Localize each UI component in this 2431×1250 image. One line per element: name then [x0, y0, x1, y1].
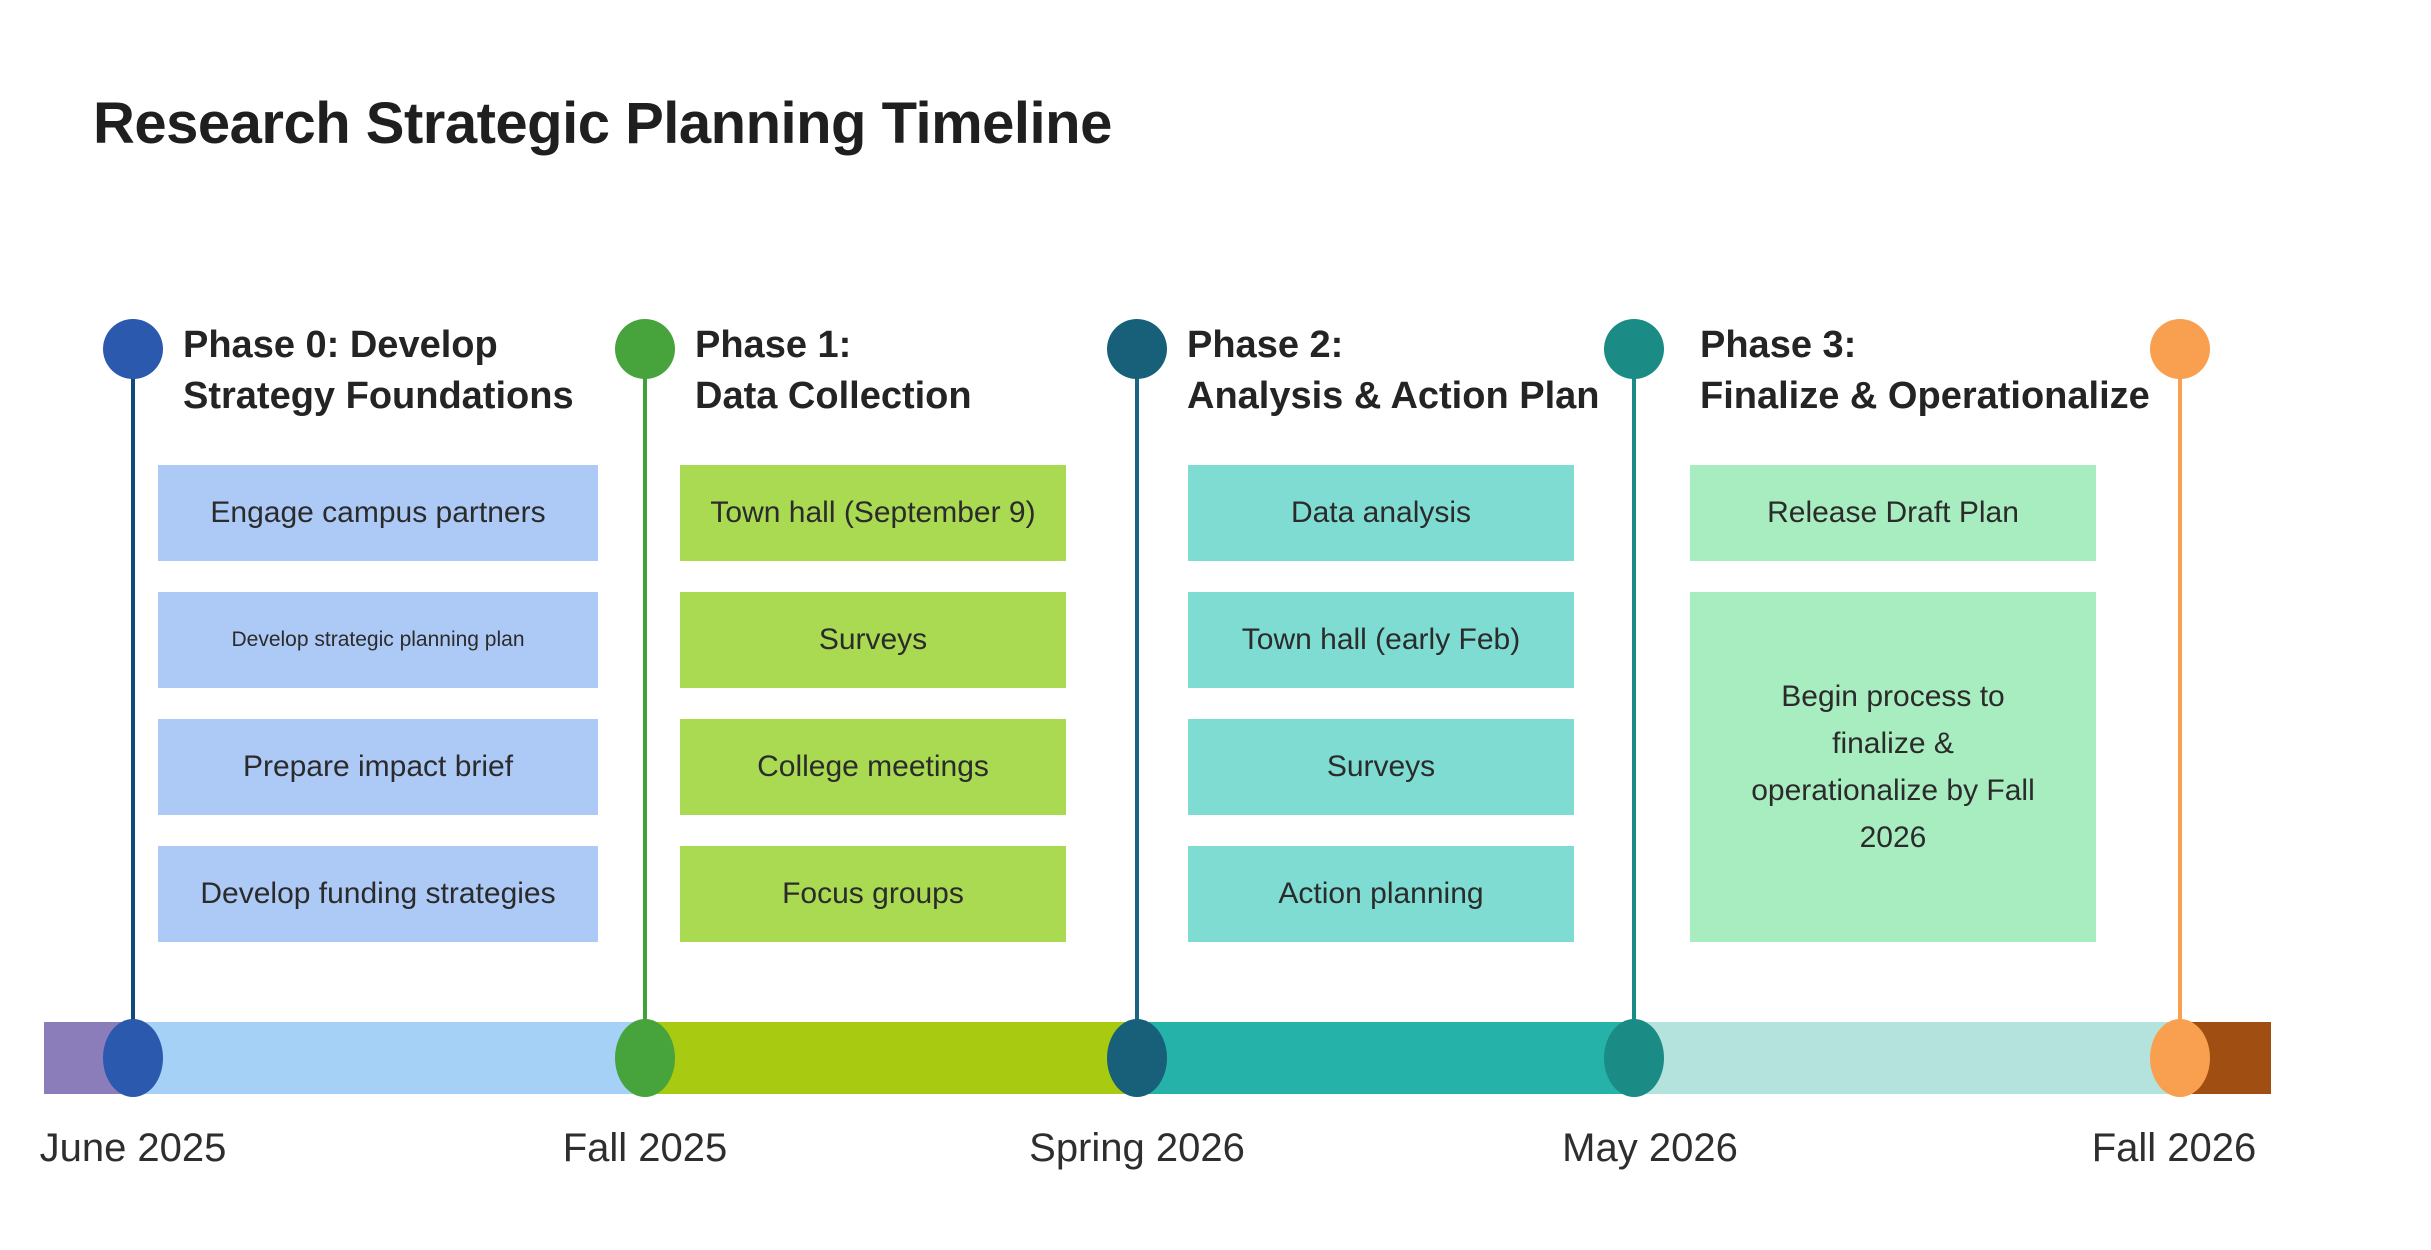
phase-3-title: Phase 3: Finalize & Operationalize	[1700, 320, 2150, 422]
task-box: College meetings	[680, 719, 1066, 815]
milestone-label: Spring 2026	[1029, 1126, 1245, 1170]
phase-2-dot	[1107, 319, 1167, 379]
milestone-dot-fall-2026	[2150, 1019, 2210, 1097]
task-box: Develop strategic planning plan	[158, 592, 598, 688]
phase-2-title-line1: Phase 2:	[1187, 324, 1344, 366]
task-box: Surveys	[680, 592, 1066, 688]
phase-2-title: Phase 2: Analysis & Action Plan	[1187, 320, 1599, 422]
phase-2-connector-line	[1135, 349, 1139, 1058]
phase-0-connector-line	[131, 349, 135, 1058]
page-title: Research Strategic Planning Timeline	[93, 91, 1112, 156]
task-box: Surveys	[1188, 719, 1574, 815]
end-connector-line	[2178, 349, 2182, 1058]
phase-3-title-line1: Phase 3:	[1700, 324, 1857, 366]
milestone-label: June 2025	[39, 1126, 227, 1170]
milestone-label: Fall 2026	[2091, 1126, 2257, 1170]
timeline-segment	[1634, 1022, 2180, 1094]
phase-1-title-line2: Data Collection	[695, 375, 972, 417]
task-box: Develop funding strategies	[158, 846, 598, 942]
phase-0-title-line1: Phase 0: Develop	[183, 324, 498, 366]
task-box: Action planning	[1188, 846, 1574, 942]
phase-0-dot	[103, 319, 163, 379]
timeline-segment	[133, 1022, 645, 1094]
phase-1-dot	[615, 319, 675, 379]
phase-3-dot	[1604, 319, 1664, 379]
milestone-dot-june-2025	[103, 1019, 163, 1097]
task-box: Town hall (September 9)	[680, 465, 1066, 561]
task-box: Focus groups	[680, 846, 1066, 942]
task-box: Prepare impact brief	[158, 719, 598, 815]
task-box: Town hall (early Feb)	[1188, 592, 1574, 688]
timeline-segment	[645, 1022, 1137, 1094]
task-box: Data analysis	[1188, 465, 1574, 561]
phase-2-title-line2: Analysis & Action Plan	[1187, 375, 1600, 417]
phase-1-title-line1: Phase 1:	[695, 324, 852, 366]
phase-0-title-line2: Strategy Foundations	[183, 375, 574, 417]
phase-3-title-line2: Finalize & Operationalize	[1700, 375, 2150, 417]
phase-3-connector-line	[1632, 349, 1636, 1058]
task-box: Engage campus partners	[158, 465, 598, 561]
milestone-dot-fall-2025	[615, 1019, 675, 1097]
milestone-label: Fall 2025	[562, 1126, 728, 1170]
milestone-dot-may-2026	[1604, 1019, 1664, 1097]
phase-1-connector-line	[643, 349, 647, 1058]
end-marker-dot	[2150, 319, 2210, 379]
phase-0-title: Phase 0: Develop Strategy Foundations	[183, 320, 574, 422]
timeline-segment	[1137, 1022, 1634, 1094]
phase-1-title: Phase 1: Data Collection	[695, 320, 972, 422]
milestone-label: May 2026	[1562, 1126, 1738, 1170]
task-box: Begin process to finalize & operationali…	[1690, 592, 2096, 942]
task-box: Release Draft Plan	[1690, 465, 2096, 561]
milestone-dot-spring-2026	[1107, 1019, 1167, 1097]
